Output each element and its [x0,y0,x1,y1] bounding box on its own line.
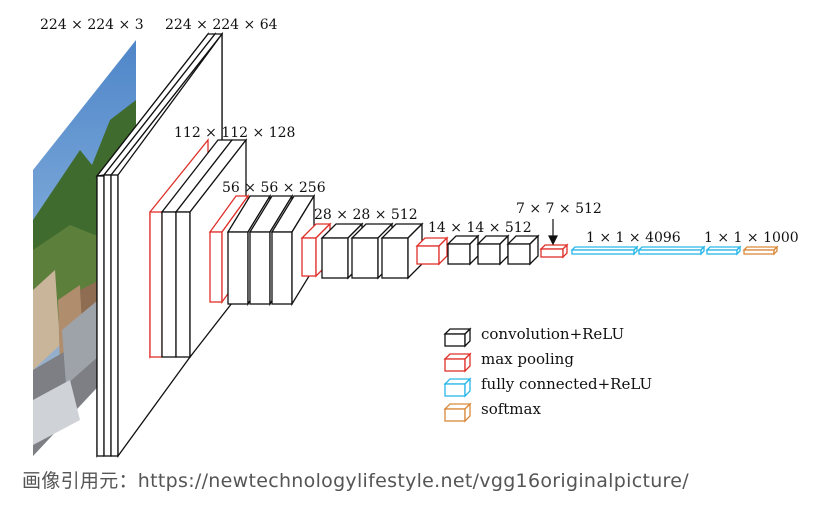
legend-softmax-label: softmax [481,400,541,418]
fc-blocks [570,245,742,256]
image-source-caption: 画像引用元：https://newtechnologylifestyle.net… [22,470,689,492]
conv5-block [415,234,540,266]
softmax-block [742,245,779,256]
pool5-block [539,243,569,259]
conv3-block [208,193,316,307]
legend-fc-label: fully connected+ReLU [481,375,652,393]
label-conv1-dims: 224 × 224 × 64 [165,17,278,33]
legend-pool-label: max pooling [481,350,574,368]
conv4-block [300,222,424,280]
legend-conv-swatch [443,327,472,348]
label-conv3-dims: 56 × 56 × 256 [222,180,326,196]
legend-softmax-swatch [443,402,472,423]
pool5-arrow [548,219,558,246]
label-conv4-dims: 28 × 28 × 512 [314,207,418,223]
label-conv2-dims: 112 × 112 × 128 [174,125,295,141]
label-conv5-dims: 14 × 14 × 512 [428,220,532,236]
legend-conv-label: convolution+ReLU [481,325,624,343]
legend-pool-swatch [443,352,472,373]
label-input-dims: 224 × 224 × 3 [40,17,144,33]
label-fc-dims: 1 × 1 × 4096 [586,230,681,246]
label-pool5-dims: 7 × 7 × 512 [516,201,602,217]
legend-fc-swatch [443,377,472,398]
legend [443,327,472,423]
label-softmax-dims: 1 × 1 × 1000 [704,230,799,246]
